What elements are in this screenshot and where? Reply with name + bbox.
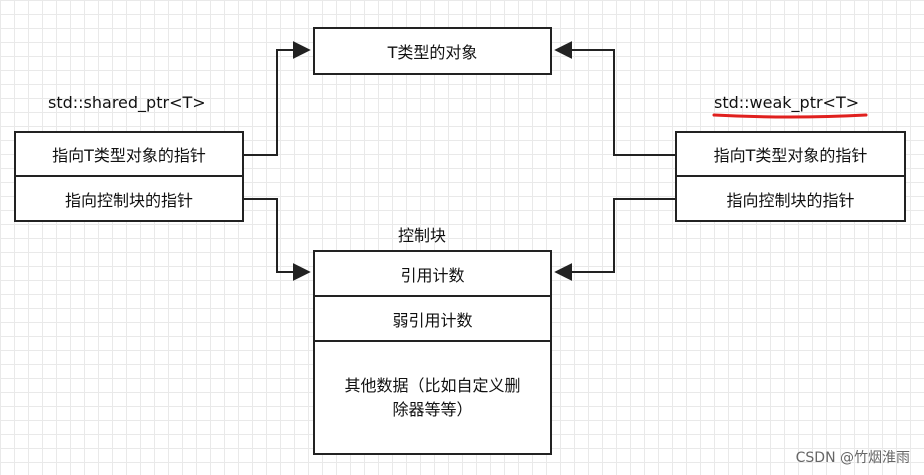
weak-ptr-control-pointer-label: 指向控制块的指针 (726, 190, 855, 210)
weak-ref-count-label: 弱引用计数 (392, 310, 473, 330)
other-data-label: 其他数据（比如自定义删除器等等） (344, 375, 521, 419)
shared-ptr-object-pointer-label: 指向T类型对象的指针 (52, 146, 206, 165)
weak-ptr-label: std::weak_ptr<T> (714, 93, 860, 112)
weak-ptr-control-pointer: 指向控制块的指针 (675, 177, 906, 222)
arrow-weak-to-control (554, 198, 676, 281)
shared-ptr-control-pointer: 指向控制块的指针 (14, 177, 244, 222)
weak-ptr-object-pointer: 指向T类型对象的指针 (675, 131, 906, 177)
ref-count-label: 引用计数 (400, 265, 465, 285)
ref-count-box: 引用计数 (313, 250, 552, 297)
t-object-label: T类型的对象 (387, 43, 478, 62)
weak-ptr-object-pointer-label: 指向T类型对象的指针 (713, 146, 868, 165)
weak-ref-count-box: 弱引用计数 (313, 297, 552, 342)
shared-ptr-label: std::shared_ptr<T> (48, 93, 206, 112)
arrow-weak-to-object (554, 41, 676, 156)
shared-ptr-control-pointer-label: 指向控制块的指针 (64, 190, 193, 210)
arrow-shared-to-object (243, 41, 311, 156)
shared-ptr-object-pointer: 指向T类型对象的指针 (14, 131, 244, 177)
t-object-box: T类型的对象 (313, 27, 552, 75)
watermark: CSDN @竹烟淮雨 (795, 450, 910, 466)
control-block-title: 控制块 (398, 226, 447, 245)
other-data-box: 其他数据（比如自定义删除器等等） (313, 342, 552, 455)
weak-ptr-underline (712, 113, 868, 119)
arrow-shared-to-control (243, 198, 311, 281)
